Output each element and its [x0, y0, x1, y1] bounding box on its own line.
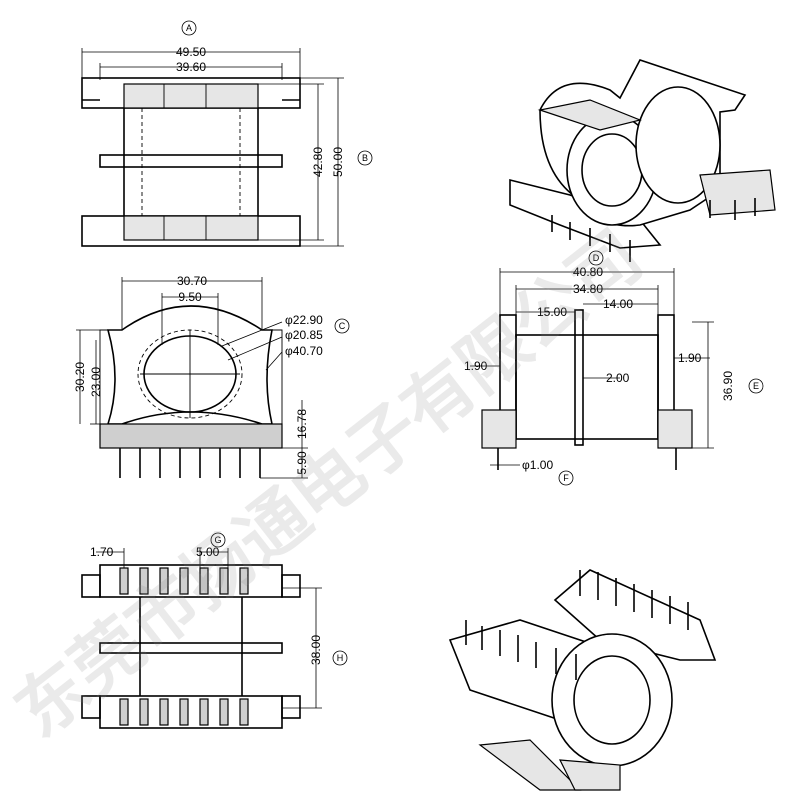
dim-inner-width: 39.60 [176, 60, 206, 74]
side-left-base [481, 409, 517, 449]
isometric-view-top [509, 59, 776, 262]
bottom-mid-rib [99, 642, 283, 654]
label-circle-B [357, 150, 373, 166]
dim-bottom-height: 38.00 [309, 635, 323, 665]
dim-side-14: 14.00 [603, 297, 633, 311]
dim-center-gap: 2.00 [606, 371, 630, 385]
label-circle-A [181, 20, 197, 36]
dim-side-total: 40.80 [573, 265, 603, 279]
mid-rib [99, 154, 283, 168]
dim-height-3: 16.78 [295, 409, 309, 439]
isometric-view-bottom [448, 569, 717, 791]
dim-pin-length: 5.90 [295, 451, 309, 475]
dim-center-width: 9.50 [178, 290, 202, 304]
bottom-pin-slots [119, 567, 249, 726]
dim-outer-height: 50.00 [331, 147, 345, 177]
dim-pin-offset: 1.70 [90, 545, 114, 559]
dim-dia-2: φ20.85 [285, 328, 323, 342]
dim-outer-width: 49.50 [176, 45, 206, 59]
dim-dia-3: φ40.70 [285, 344, 323, 358]
label-circle-D [588, 250, 604, 266]
dim-height-1: 30.20 [73, 362, 87, 392]
side-right-base [657, 409, 693, 449]
dim-right-wall: 1.90 [678, 351, 702, 365]
label-G: G [214, 535, 221, 545]
label-circle-F [558, 470, 574, 486]
dim-left-wall: 1.90 [464, 359, 488, 373]
dim-side-inner: 34.80 [573, 282, 603, 296]
front-view [76, 277, 350, 479]
front-pin-base [99, 423, 283, 449]
side-view [470, 250, 764, 486]
dim-side-height: 36.90 [721, 371, 735, 401]
top-view [81, 20, 373, 247]
dim-dia-1: φ22.90 [285, 313, 323, 327]
label-E: E [753, 381, 759, 391]
dim-pin-dia: φ1.00 [522, 458, 553, 472]
label-D: D [593, 253, 600, 263]
bottom-view [81, 532, 348, 729]
label-C: C [339, 321, 346, 331]
front-pins [119, 448, 261, 478]
label-H: H [337, 653, 344, 663]
dim-inner-height: 42.80 [311, 147, 325, 177]
side-body [515, 334, 659, 440]
label-circle-H [332, 650, 348, 666]
label-F: F [563, 473, 569, 483]
label-B: B [362, 153, 368, 163]
label-circle-G [210, 532, 226, 548]
side-center-rib [574, 309, 584, 446]
bottom-flange-inner [123, 215, 259, 241]
label-A: A [186, 23, 192, 33]
dim-side-15: 15.00 [537, 305, 567, 319]
label-circle-C [334, 318, 350, 334]
top-flange-inner [123, 83, 259, 109]
dim-height-2: 23.00 [89, 367, 103, 397]
label-circle-E [748, 378, 764, 394]
dim-pin-pitch: 5.00 [196, 545, 220, 559]
dim-front-width: 30.70 [177, 274, 207, 288]
